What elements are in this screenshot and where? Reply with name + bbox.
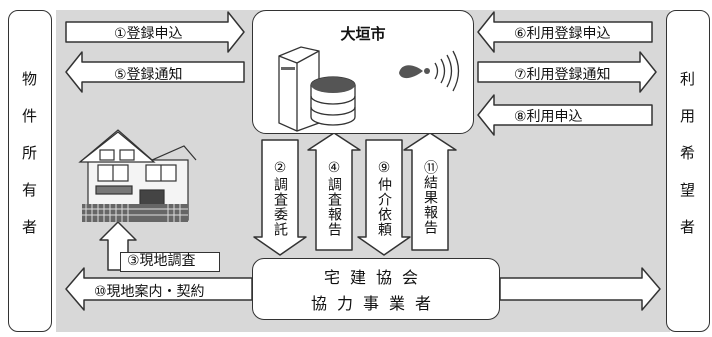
- arrow-10-label: ⑩現地案内・契約: [94, 284, 205, 300]
- arrow-4-label: ④調査報告: [326, 160, 342, 237]
- broadcast-signal-icon: [399, 50, 460, 92]
- arrow-5-label: ⑤登録通知: [114, 67, 183, 83]
- cooperator-line1: 宅建協会: [323, 268, 428, 287]
- arrow-8-shape: [477, 94, 653, 136]
- arrow-8-label: ⑧利用申込: [514, 109, 583, 125]
- cooperator-line2: 協力事業者: [310, 294, 441, 313]
- arrow-9-label: ⑨仲介依頼: [376, 160, 392, 237]
- arrow-6-shape: [477, 11, 653, 53]
- arrow-9-shape: [357, 139, 411, 256]
- arrow-2-shape: [253, 139, 307, 256]
- arrow-10-shape: [65, 267, 253, 311]
- arrow-right-shape: [499, 267, 661, 311]
- arrow-6-label: ⑥利用登録申込: [514, 26, 611, 42]
- arrow-1-shape: [65, 11, 245, 53]
- owner-label: 物件所有者: [20, 71, 38, 256]
- arrow-11-label: ⑪結果報告: [422, 160, 438, 235]
- user-box: 利用希望者: [666, 10, 710, 332]
- user-label: 利用希望者: [678, 71, 696, 256]
- arrow-7-label: ⑦利用登録通知: [514, 67, 611, 83]
- arrow-1-label: ①登録申込: [114, 26, 183, 42]
- server-database-icon: [278, 46, 460, 132]
- arrow-5-shape: [65, 51, 245, 93]
- cooperator-box: 宅建協会 協力事業者: [252, 258, 500, 320]
- owner-box: 物件所有者: [8, 10, 52, 332]
- arrow-4-shape: [307, 132, 361, 251]
- arrow-7-shape: [477, 51, 657, 93]
- arrow-11-shape: [403, 132, 457, 251]
- arrow-3-label: ③現地調査: [120, 252, 220, 272]
- city-box: 大垣市: [252, 10, 474, 134]
- arrow-2-label: ②調査委託: [272, 160, 288, 237]
- city-title: 大垣市: [340, 25, 386, 43]
